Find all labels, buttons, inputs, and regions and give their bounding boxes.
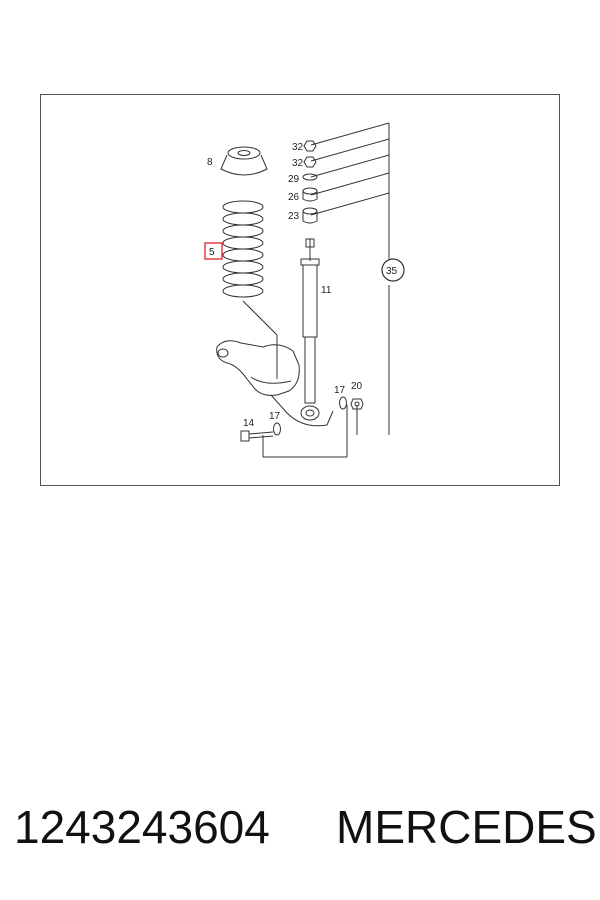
- callout-label-26: 26: [288, 192, 300, 203]
- control-arm-contour: [250, 376, 292, 384]
- shock-absorber: [300, 238, 320, 421]
- spring-seat-hole: [237, 150, 251, 156]
- parts-diagram: 32 32 29 26 23 8 5 11 35 17 20 14 17: [40, 94, 560, 486]
- control-arm: [216, 340, 300, 396]
- leader-line: [242, 300, 278, 336]
- leader-line: [310, 154, 390, 178]
- callout-circle-35: [381, 258, 405, 282]
- suspension-exploded-view: 32 32 29 26 23 8 5 11 35 17 20 14 17: [204, 122, 405, 458]
- callout-label-5: 5: [209, 247, 215, 258]
- spring-seat-body: [220, 154, 268, 176]
- washer-17-lower: [273, 422, 281, 436]
- callout-label-32: 32: [292, 158, 304, 169]
- part-number: 1243243604: [14, 801, 270, 853]
- nut-32-b: [303, 156, 317, 168]
- bushing-23: [302, 207, 318, 224]
- callout-label-8: 8: [207, 157, 213, 168]
- callout-label-17: 17: [334, 385, 346, 396]
- callout-label-11: 11: [321, 285, 332, 296]
- leader-line: [310, 172, 390, 196]
- leader-line: [310, 122, 390, 146]
- nut-32-a: [303, 140, 317, 152]
- brand-name: MERCEDES: [336, 801, 597, 853]
- bolt-14: [240, 430, 274, 442]
- control-arm-lower: [270, 394, 334, 427]
- coil-spring: [222, 200, 264, 298]
- callout-label-14: 14: [243, 418, 255, 429]
- washer-29: [302, 173, 318, 181]
- highlight-box-5: [204, 242, 223, 260]
- leader-line: [310, 138, 390, 162]
- bushing-26: [302, 187, 318, 202]
- control-arm-bushing: [217, 348, 229, 358]
- callout-label-20: 20: [351, 381, 363, 392]
- callout-label-29: 29: [288, 174, 300, 185]
- callout-label-35: 35: [386, 266, 398, 277]
- callout-label-23: 23: [288, 211, 300, 222]
- product-caption: 1243243604 MERCEDES: [14, 800, 597, 860]
- callout-label-17: 17: [269, 411, 281, 422]
- nut-20: [350, 398, 364, 410]
- leader-line: [310, 192, 390, 216]
- callout-label-32: 32: [292, 142, 304, 153]
- washer-17-right: [339, 396, 347, 410]
- spring-seat-top: [227, 146, 261, 160]
